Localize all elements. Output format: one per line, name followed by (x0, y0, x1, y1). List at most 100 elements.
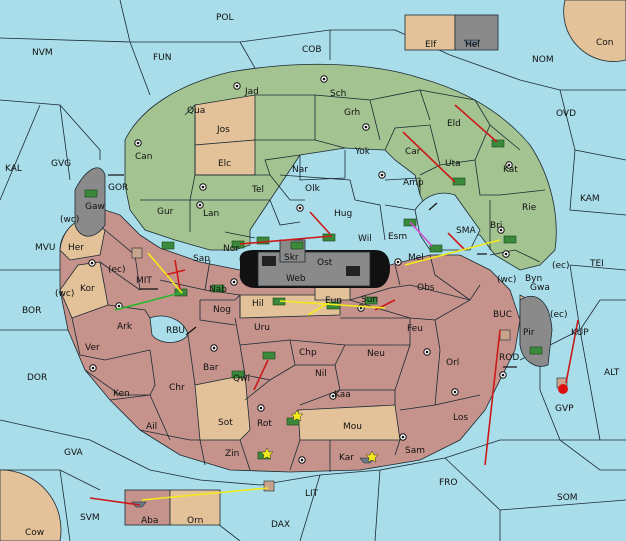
label-gur: Gur (157, 207, 174, 217)
label-kup: KUP (571, 328, 589, 338)
province-cow[interactable] (0, 469, 62, 541)
label-rot: Rot (257, 419, 272, 429)
label-qwi: Qwi (233, 374, 250, 384)
province-labels: POL NVM FUN COB NOM Con OVD KAL GVG KAM … (5, 13, 620, 538)
label-rie: Rie (522, 203, 537, 213)
label-sch: Sch (330, 89, 346, 99)
label-gvp: GVP (555, 404, 574, 414)
label-ken: Ken (113, 389, 130, 399)
label-kar: Kar (339, 453, 354, 463)
label-qua: Qua (187, 106, 205, 116)
label-kat: Kat (503, 165, 518, 175)
label-ost: Ost (317, 258, 333, 268)
green-units (84, 139, 543, 460)
label-sam: Sam (405, 446, 425, 456)
order-arrows-red (89, 104, 579, 506)
label-hil: Hil (252, 299, 264, 309)
unit-black-army (346, 266, 360, 276)
label-elc: Elc (218, 159, 231, 169)
label-her: Her (68, 243, 84, 253)
label-zin: Zin (225, 449, 239, 459)
label-gaw: Gaw (85, 202, 105, 212)
label-gor: GOR (108, 183, 128, 193)
label-amp: Amp (403, 178, 424, 188)
label-con: Con (596, 38, 614, 48)
label-pol: POL (216, 13, 234, 23)
label-uta: Uta (445, 159, 461, 169)
label-dor: DOR (27, 373, 47, 383)
label-web: Web (286, 274, 306, 284)
label-wil: Wil (358, 234, 372, 244)
province-elc[interactable] (194, 139, 256, 176)
label-rod: ROD (499, 353, 519, 363)
label-mit: MIT (136, 276, 152, 286)
label-ail: Ail (146, 422, 157, 432)
order-arrow-green (114, 292, 181, 311)
label-neu: Neu (367, 349, 385, 359)
label-gvg: GVG (51, 159, 71, 169)
label-orl: Orl (446, 358, 459, 368)
label-hug: Hug (334, 209, 352, 219)
label-ark: Ark (117, 322, 133, 332)
label-bar: Bar (203, 363, 219, 373)
label-nar: Nar (292, 165, 308, 175)
green-borders (140, 89, 546, 263)
label-kor: Kor (80, 284, 95, 294)
label-coast-6: (ec) (550, 310, 568, 320)
province-sot[interactable] (194, 374, 251, 441)
province-elf[interactable] (404, 14, 456, 51)
rose-borders (71, 229, 481, 472)
label-mel: Mel (408, 253, 424, 263)
label-lit: LIT (305, 489, 319, 499)
label-kal: KAL (5, 164, 22, 174)
supply-centres (88, 75, 513, 464)
label-bri: Bri (490, 221, 502, 231)
order-arrows-yellow (141, 239, 501, 501)
label-cow: Cow (25, 528, 44, 538)
label-ver: Ver (85, 343, 100, 353)
label-nil: Nil (315, 369, 327, 379)
province-pir[interactable] (519, 295, 553, 367)
label-fun: FUN (153, 53, 172, 63)
label-obs: Obs (417, 283, 435, 293)
province-con[interactable] (563, 0, 626, 62)
label-dax: DAX (271, 520, 290, 530)
label-tel: Tel (251, 185, 264, 195)
order-arrow-magenta (409, 221, 433, 247)
label-uru: Uru (254, 323, 270, 333)
label-rbu: RBU (166, 326, 185, 336)
label-can: Can (135, 152, 153, 162)
label-som: SOM (557, 493, 578, 503)
gvp-marker (558, 384, 568, 394)
label-coast-3: (wc) (55, 289, 74, 299)
label-nor: Nor (223, 244, 239, 254)
label-hel: Hel (465, 40, 480, 50)
label-kam: KAM (580, 194, 600, 204)
label-buc: BUC (493, 310, 512, 320)
label-ovd: OVD (556, 109, 576, 119)
unit-black-fleet (262, 256, 276, 266)
label-lan: Lan (203, 209, 219, 219)
province-kor[interactable] (59, 261, 109, 319)
label-coast-4: (ec) (552, 261, 570, 271)
label-grh: Grh (344, 108, 360, 118)
label-esm: Esm (388, 232, 407, 242)
province-aba[interactable] (124, 489, 171, 526)
label-sot: Sot (218, 418, 233, 428)
convoy-markers (108, 174, 517, 368)
label-gwa: Gwa (530, 283, 550, 293)
label-jad: Jad (244, 87, 259, 97)
label-kaa: Kaa (334, 390, 351, 400)
label-cob: COB (302, 45, 322, 55)
label-coast-1: (wc) (60, 215, 79, 225)
label-eun: Eun (325, 296, 342, 306)
label-alt: ALT (604, 368, 620, 378)
label-aba: Aba (141, 516, 158, 526)
label-coast-2: (ec) (108, 265, 126, 275)
label-gva: GVA (64, 448, 84, 458)
label-skr: Skr (284, 253, 299, 263)
province-gaw[interactable] (74, 167, 106, 237)
label-olk: Olk (305, 184, 321, 194)
